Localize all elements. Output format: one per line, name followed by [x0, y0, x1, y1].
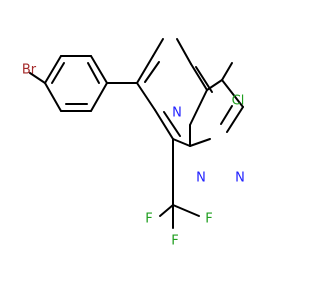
atom-n-bridge-label: N — [196, 171, 206, 186]
double-bond-inner — [51, 62, 65, 84]
bond — [29, 72, 46, 84]
bond — [152, 38, 164, 57]
molecule-structure-diagram: Br Cl N N N F F F — [21, 38, 245, 249]
double-bond-inner — [163, 111, 181, 137]
double-bond-inner — [195, 66, 213, 93]
bond — [136, 55, 154, 84]
atom-br-label: Br — [22, 63, 37, 78]
double-bond-inner — [144, 61, 160, 83]
bond — [90, 55, 108, 84]
bond — [189, 89, 208, 126]
bond — [221, 62, 233, 81]
atom-f-bottom-label: F — [171, 234, 178, 249]
bond — [44, 82, 62, 112]
double-bond-inner — [87, 62, 100, 84]
bromophenyl-ring — [29, 55, 108, 112]
bond — [136, 82, 156, 111]
bond — [159, 204, 174, 217]
bond — [226, 106, 244, 133]
bond — [154, 109, 174, 140]
bond — [172, 204, 200, 217]
atom-n-pyrazole-label: N — [235, 171, 245, 186]
atom-f-right-label: F — [205, 212, 212, 227]
trifluoromethyl-group — [159, 138, 200, 229]
molecule-svg: Br Cl N N N F F F — [22, 38, 245, 249]
bond — [90, 82, 108, 112]
bond — [221, 79, 244, 108]
atom-f-left-label: F — [145, 212, 152, 227]
double-bond-inner — [220, 105, 233, 125]
bond — [44, 55, 62, 84]
bond — [176, 38, 192, 65]
atom-cl-label: Cl — [232, 94, 245, 109]
bond — [172, 138, 191, 147]
atom-n4-label: N — [172, 106, 182, 121]
bond — [190, 63, 208, 91]
pyrazolopyrimidine-core — [136, 38, 244, 147]
bond — [189, 138, 211, 147]
